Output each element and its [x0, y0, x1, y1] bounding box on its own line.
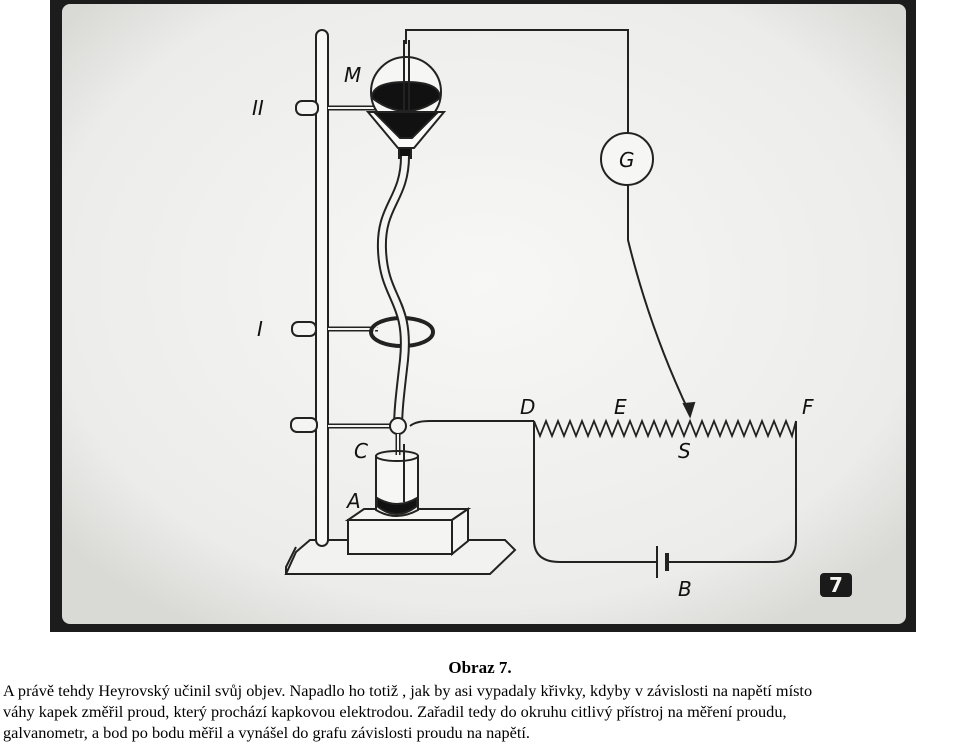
label-s: S	[678, 439, 691, 463]
slide-photo: 7 M G II I C A D E F S B	[50, 0, 916, 632]
slide-number-badge: 7	[820, 573, 852, 597]
label-ii: II	[252, 96, 264, 120]
galvanometer	[600, 132, 654, 186]
caption-line: váhy kapek změřil proud, který prochází …	[3, 702, 787, 721]
label-e: E	[614, 395, 627, 419]
caption-line: A právě tehdy Heyrovský učinil svůj obje…	[3, 681, 813, 700]
slide-paper	[62, 4, 906, 624]
label-c: C	[354, 439, 368, 463]
clamp-lower	[290, 417, 390, 433]
circuit-wires	[405, 29, 797, 563]
label-m: M	[344, 63, 361, 87]
label-f: F	[802, 395, 814, 419]
capillary-tube	[376, 155, 410, 431]
clamp-ii	[295, 100, 380, 116]
caption-text: A právě tehdy Heyrovský učinil svůj obje…	[3, 680, 959, 743]
label-b: B	[678, 577, 692, 601]
caption-line: galvanometr, a bod po bodu měřil a vynáš…	[3, 723, 530, 742]
label-d: D	[520, 395, 535, 419]
battery	[656, 546, 669, 578]
stand-rod	[315, 29, 329, 547]
mercury-reservoir	[365, 40, 447, 159]
slide-wire-resistor	[533, 418, 797, 439]
caption-title: Obraz 7.	[448, 658, 512, 677]
beaker-a	[375, 444, 419, 517]
support-block	[344, 507, 472, 557]
label-a: A	[345, 489, 361, 513]
slide-number: 7	[829, 573, 843, 597]
label-i: I	[257, 317, 263, 341]
label-g: G	[619, 148, 635, 172]
